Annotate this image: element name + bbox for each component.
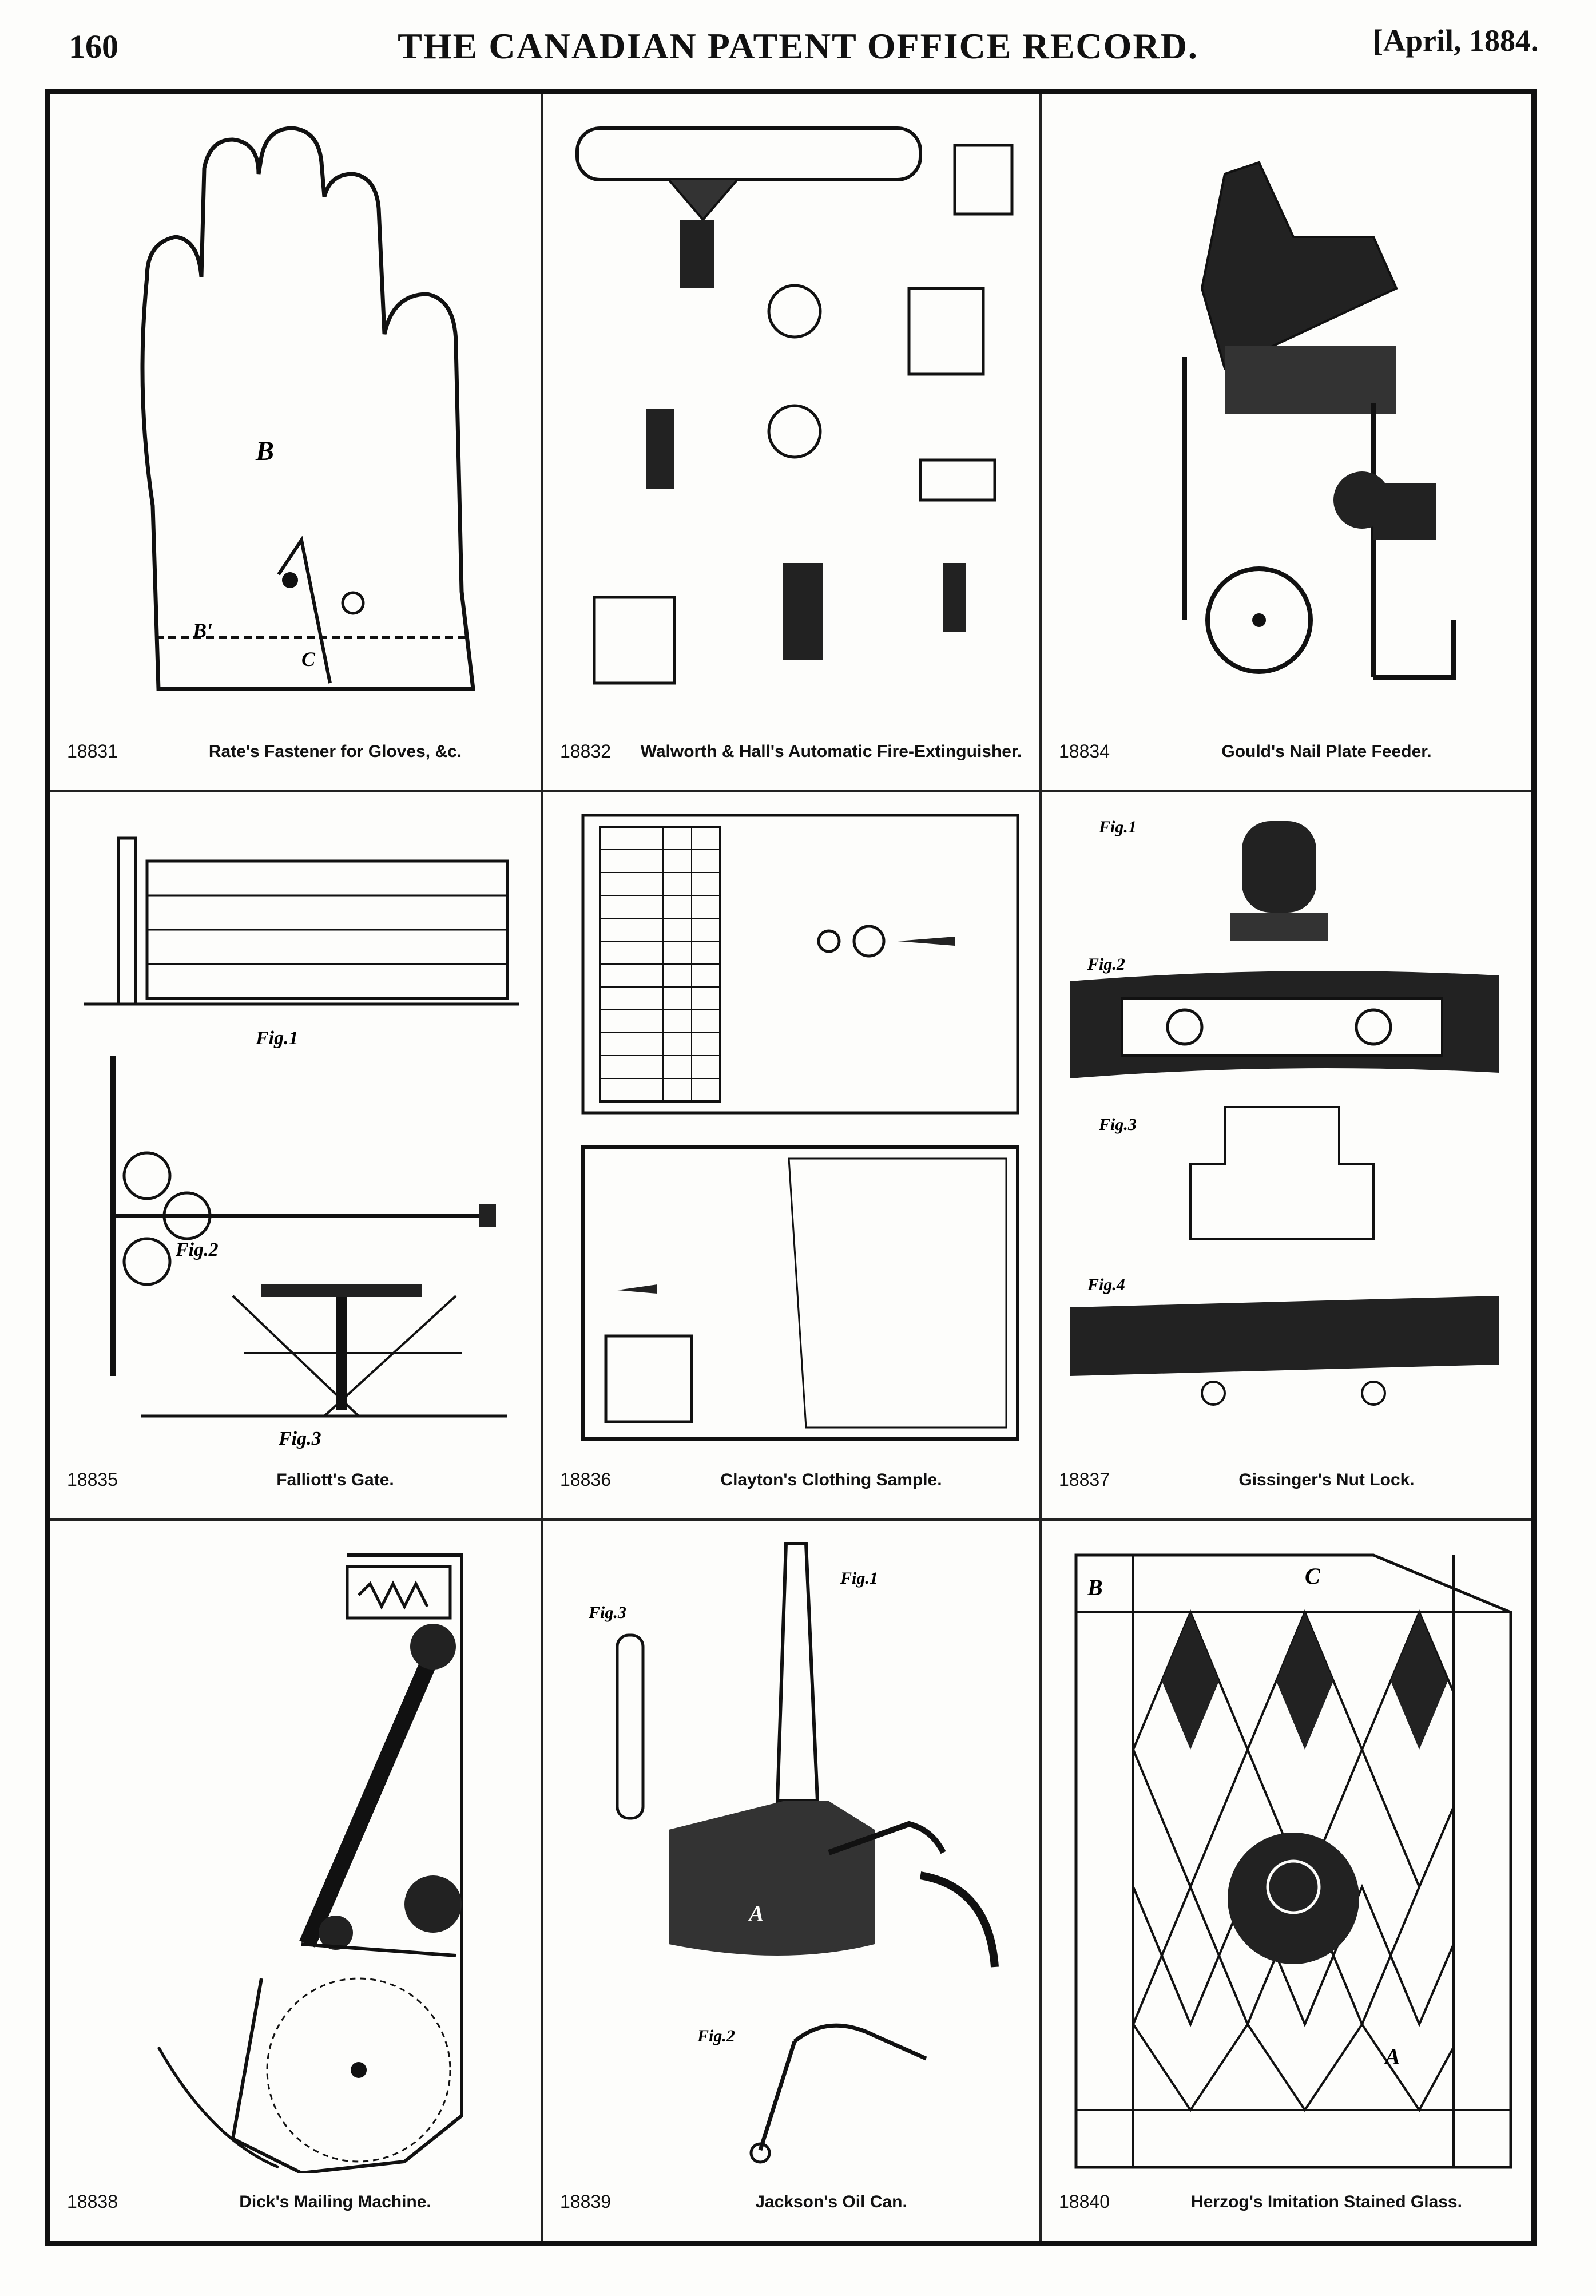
- journal-title: THE CANADIAN PATENT OFFICE RECORD.: [398, 26, 1198, 66]
- oil-can-drawing: Fig.1 Fig.3 A Fig.2: [588, 1542, 999, 2164]
- caption: 18838 Dick's Mailing Machine.: [50, 2178, 541, 2241]
- mailing-machine-drawing: [157, 1553, 463, 2173]
- patent-number: 18838: [67, 2191, 118, 2212]
- caption: 18837 Gissinger's Nut Lock.: [1042, 1456, 1531, 1518]
- patent-title: Dick's Mailing Machine.: [239, 2192, 431, 2211]
- caption: 18834 Gould's Nail Plate Feeder.: [1042, 727, 1531, 790]
- label-c: C: [301, 648, 316, 671]
- fig-4-label: Fig.4: [1087, 1275, 1125, 1294]
- page-number: 160: [69, 28, 118, 65]
- patent-cell-18839: Fig.1 Fig.3 A Fig.2 18839 Jackson's Oil …: [543, 1521, 1039, 2241]
- patent-title: Rate's Fastener for Gloves, &c.: [208, 742, 462, 761]
- patent-title: Jackson's Oil Can.: [755, 2192, 907, 2211]
- label-c: C: [1305, 1563, 1321, 1589]
- patent-cell-18840: B C A 18840 Herzog's Imitation Stained G…: [1042, 1521, 1531, 2241]
- label-a: A: [1383, 2044, 1400, 2069]
- patent-cell-18834: 18834 Gould's Nail Plate Feeder.: [1042, 94, 1531, 790]
- fire-extinguisher-drawing: [575, 126, 1014, 685]
- patent-title: Walworth & Hall's Automatic Fire-Extingu…: [640, 742, 1022, 761]
- fig-1-label: Fig.1: [840, 1569, 878, 1588]
- fig-1-label: Fig.1: [1098, 818, 1137, 836]
- patent-title: Herzog's Imitation Stained Glass.: [1191, 2192, 1462, 2211]
- plate-frame: B B' C 18831 Rate's Fastener for Gloves,…: [45, 89, 1537, 2246]
- patent-number: 18840: [1059, 2191, 1110, 2212]
- patent-number: 18837: [1059, 1469, 1110, 1490]
- patent-cell-18837: Fig.1 Fig.2 Fig.3 Fig.4 18837 Gissinger'…: [1042, 792, 1531, 1518]
- issue-date: [April, 1884.: [1373, 23, 1539, 58]
- patent-cell-18835: Fig.1 Fig.2 Fig.3 18835 Falliott's Gate.: [50, 792, 541, 1518]
- caption: 18835 Falliott's Gate.: [50, 1456, 541, 1518]
- fig-3-label: Fig.3: [278, 1428, 321, 1449]
- page-header: 160 THE CANADIAN PATENT OFFICE RECORD. […: [0, 23, 1596, 69]
- column-divider: [541, 94, 543, 2241]
- caption: 18840 Herzog's Imitation Stained Glass.: [1042, 2178, 1531, 2241]
- patent-number: 18835: [67, 1469, 118, 1490]
- nail-plate-feeder-drawing: [1182, 161, 1456, 680]
- fig-2-label: Fig.2: [1087, 955, 1125, 974]
- patent-number: 18839: [560, 2191, 611, 2212]
- glove-fastener-drawing: B B' C: [140, 126, 475, 691]
- fig-3-label: Fig.3: [1098, 1115, 1137, 1134]
- label-a: A: [747, 1901, 764, 1926]
- fig-2-label: Fig.2: [175, 1239, 219, 1260]
- caption: 18832 Walworth & Hall's Automatic Fire-E…: [543, 727, 1039, 790]
- label-b: B: [1087, 1575, 1103, 1600]
- patent-number: 18836: [560, 1469, 611, 1490]
- caption: 18836 Clayton's Clothing Sample.: [543, 1456, 1039, 1518]
- fig-3-label: Fig.3: [588, 1603, 626, 1622]
- label-b: B: [255, 436, 274, 466]
- patent-cell-18831: B B' C 18831 Rate's Fastener for Gloves,…: [50, 94, 541, 790]
- patent-title: Clayton's Clothing Sample.: [720, 1470, 942, 1489]
- row-divider: [50, 790, 1531, 792]
- clothing-sample-drawing: [581, 814, 1019, 1441]
- patent-title: Falliott's Gate.: [276, 1470, 394, 1489]
- caption: 18831 Rate's Fastener for Gloves, &c.: [50, 727, 541, 790]
- patent-cell-18836: 18836 Clayton's Clothing Sample.: [543, 792, 1039, 1518]
- patent-cell-18838: 18838 Dick's Mailing Machine.: [50, 1521, 541, 2241]
- label-b-prime: B': [192, 619, 212, 642]
- fig-1-label: Fig.1: [255, 1028, 299, 1049]
- patent-title: Gissinger's Nut Lock.: [1238, 1470, 1415, 1489]
- stained-glass-drawing: B C A: [1074, 1553, 1512, 2169]
- patent-number: 18831: [67, 741, 118, 762]
- gate-drawing: Fig.1 Fig.2 Fig.3: [84, 836, 519, 1449]
- patent-cell-18832: 18832 Walworth & Hall's Automatic Fire-E…: [543, 94, 1039, 790]
- column-divider: [1039, 94, 1042, 2241]
- patent-number: 18834: [1059, 741, 1110, 762]
- row-divider: [50, 1518, 1531, 1521]
- fig-2-label: Fig.2: [697, 2027, 735, 2045]
- patent-title: Gould's Nail Plate Feeder.: [1221, 742, 1432, 761]
- nut-lock-drawing: Fig.1 Fig.2 Fig.3 Fig.4: [1070, 818, 1499, 1406]
- patent-number: 18832: [560, 741, 611, 762]
- caption: 18839 Jackson's Oil Can.: [543, 2178, 1039, 2241]
